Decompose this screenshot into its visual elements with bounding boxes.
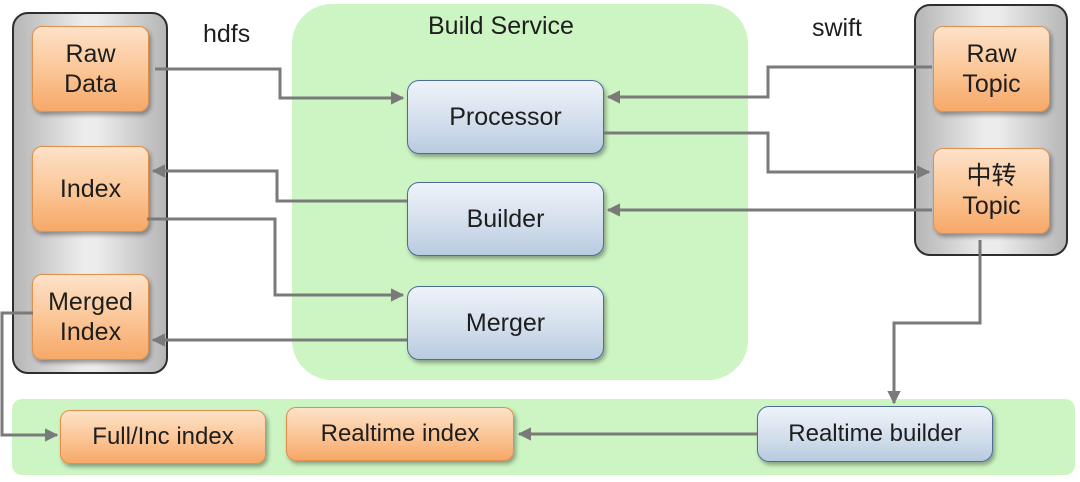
arrow-merged-index-to-full-inc [0,311,59,442]
full-inc-index-box[interactable]: Full/Inc index [60,410,266,464]
raw-topic-box[interactable]: Raw Topic [933,26,1050,112]
hdfs-label: hdfs [203,20,251,48]
processor-box[interactable]: Processor [407,80,604,154]
index-box[interactable]: Index [32,146,149,232]
raw-data-box[interactable]: Raw Data [32,26,149,112]
merger-box[interactable]: Merger [407,286,604,360]
realtime-index-box[interactable]: Realtime index [286,407,514,461]
builder-box[interactable]: Builder [407,182,604,256]
arrow-processor-to-transit-topic [604,131,931,179]
merged-index-box[interactable]: Merged Index [32,274,149,360]
swift-label: swift [812,14,862,42]
transit-topic-box[interactable]: 中转 Topic [933,148,1050,234]
arrow-index-to-merger [147,217,405,302]
arrow-builder-to-index [151,164,407,203]
build-service-title: Build Service [428,12,574,40]
arrow-raw-data-to-processor [155,67,405,105]
realtime-builder-box[interactable]: Realtime builder [757,406,993,462]
arrow-raw-topic-to-processor [606,65,932,104]
arrow-transit-topic-to-realtime-builder [887,240,982,405]
